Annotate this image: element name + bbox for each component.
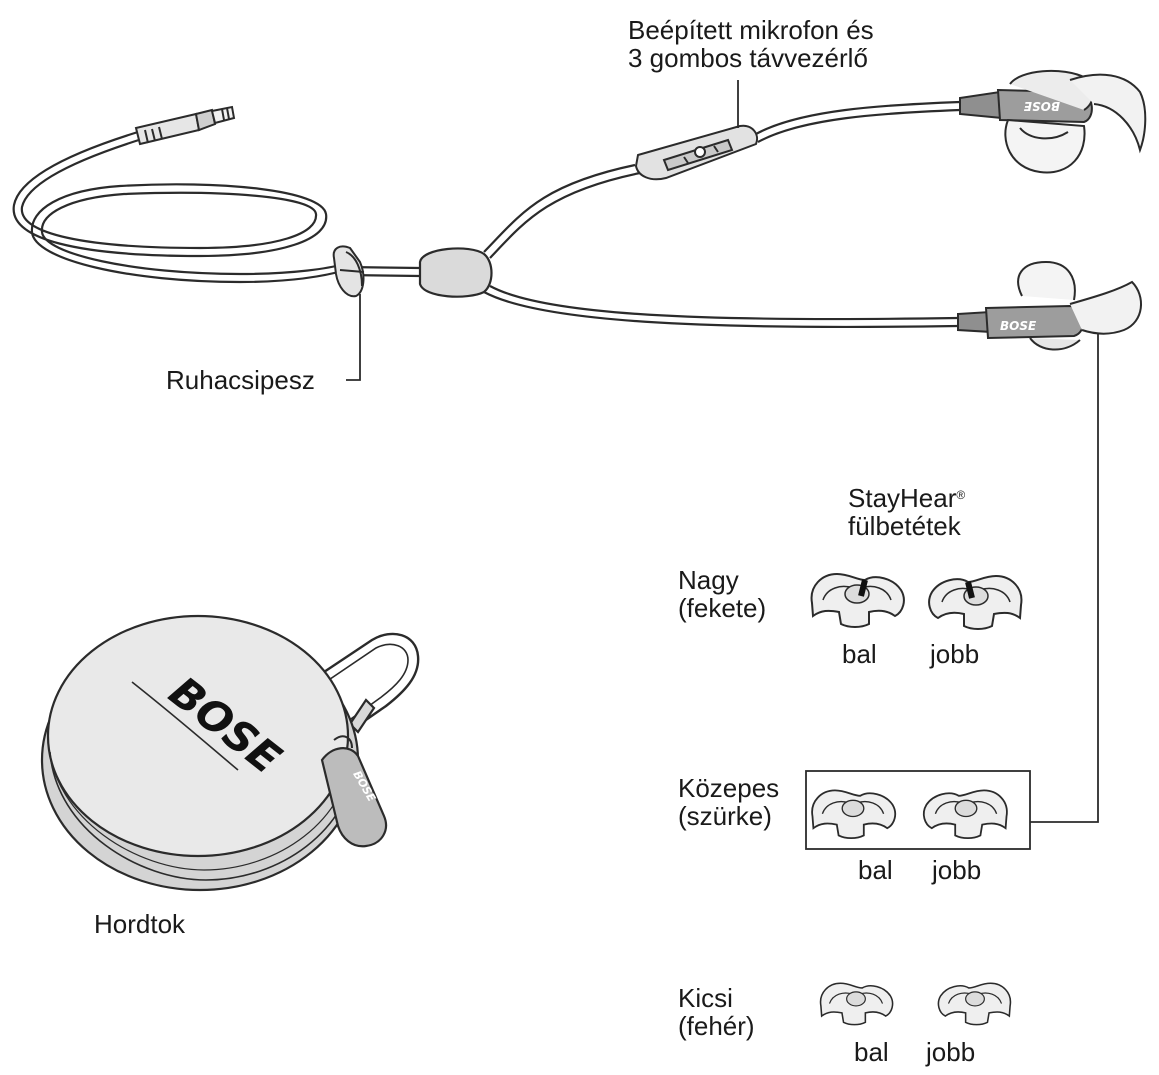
earbud-right-logo: BOSE: [1023, 99, 1060, 113]
large-left-caption: bal: [842, 639, 877, 669]
medium-left-caption: bal: [858, 855, 893, 885]
medium-right-caption: jobb: [932, 855, 982, 885]
tip-large-left: [810, 573, 905, 628]
clothing-clip: [332, 245, 365, 298]
large-right-caption: jobb: [930, 639, 980, 669]
mic-remote-label-line1: Beépített mikrofon és: [628, 15, 874, 45]
tips-title-line1: StayHear®: [848, 484, 965, 512]
size-small-label-line1: Kicsi: [678, 983, 733, 1013]
tip-medium-left: [811, 789, 897, 839]
earbud-right: BOSE: [959, 69, 1147, 174]
tip-large-right: [928, 575, 1023, 630]
size-medium-label-line2: (szürke): [678, 801, 772, 831]
earbud-left-logo: BOSE: [1000, 319, 1037, 333]
carry-case: BOSE: [40, 614, 420, 892]
case-label: Hordtok: [94, 909, 186, 939]
tip-medium-right: [922, 789, 1008, 839]
size-large-label-line1: Nagy: [678, 565, 739, 595]
cable-splitter: [418, 163, 959, 329]
registered-mark: ®: [956, 488, 966, 502]
audio-plug: [134, 105, 236, 146]
tip-small-right: [937, 982, 1012, 1026]
mic-remote-label-line2: 3 gombos távvezérlő: [628, 43, 868, 73]
size-large-label-line2: (fekete): [678, 593, 767, 623]
size-small-label-line2: (fehér): [678, 1011, 755, 1041]
clip-label: Ruhacsipesz: [166, 365, 315, 395]
medium-tips-box: [805, 770, 1031, 850]
small-right-caption: jobb: [926, 1037, 976, 1067]
tip-connector-line: [1030, 334, 1099, 823]
inline-remote: [634, 100, 961, 181]
size-medium-label-line1: Közepes: [678, 773, 780, 803]
earbud-left: BOSE: [957, 260, 1143, 351]
tips-title-line2: fülbetétek: [848, 511, 961, 541]
clip-leader-line: [346, 294, 361, 381]
tips-title-text: StayHear: [848, 483, 957, 513]
small-left-caption: bal: [854, 1037, 889, 1067]
tip-small-left: [819, 982, 894, 1026]
